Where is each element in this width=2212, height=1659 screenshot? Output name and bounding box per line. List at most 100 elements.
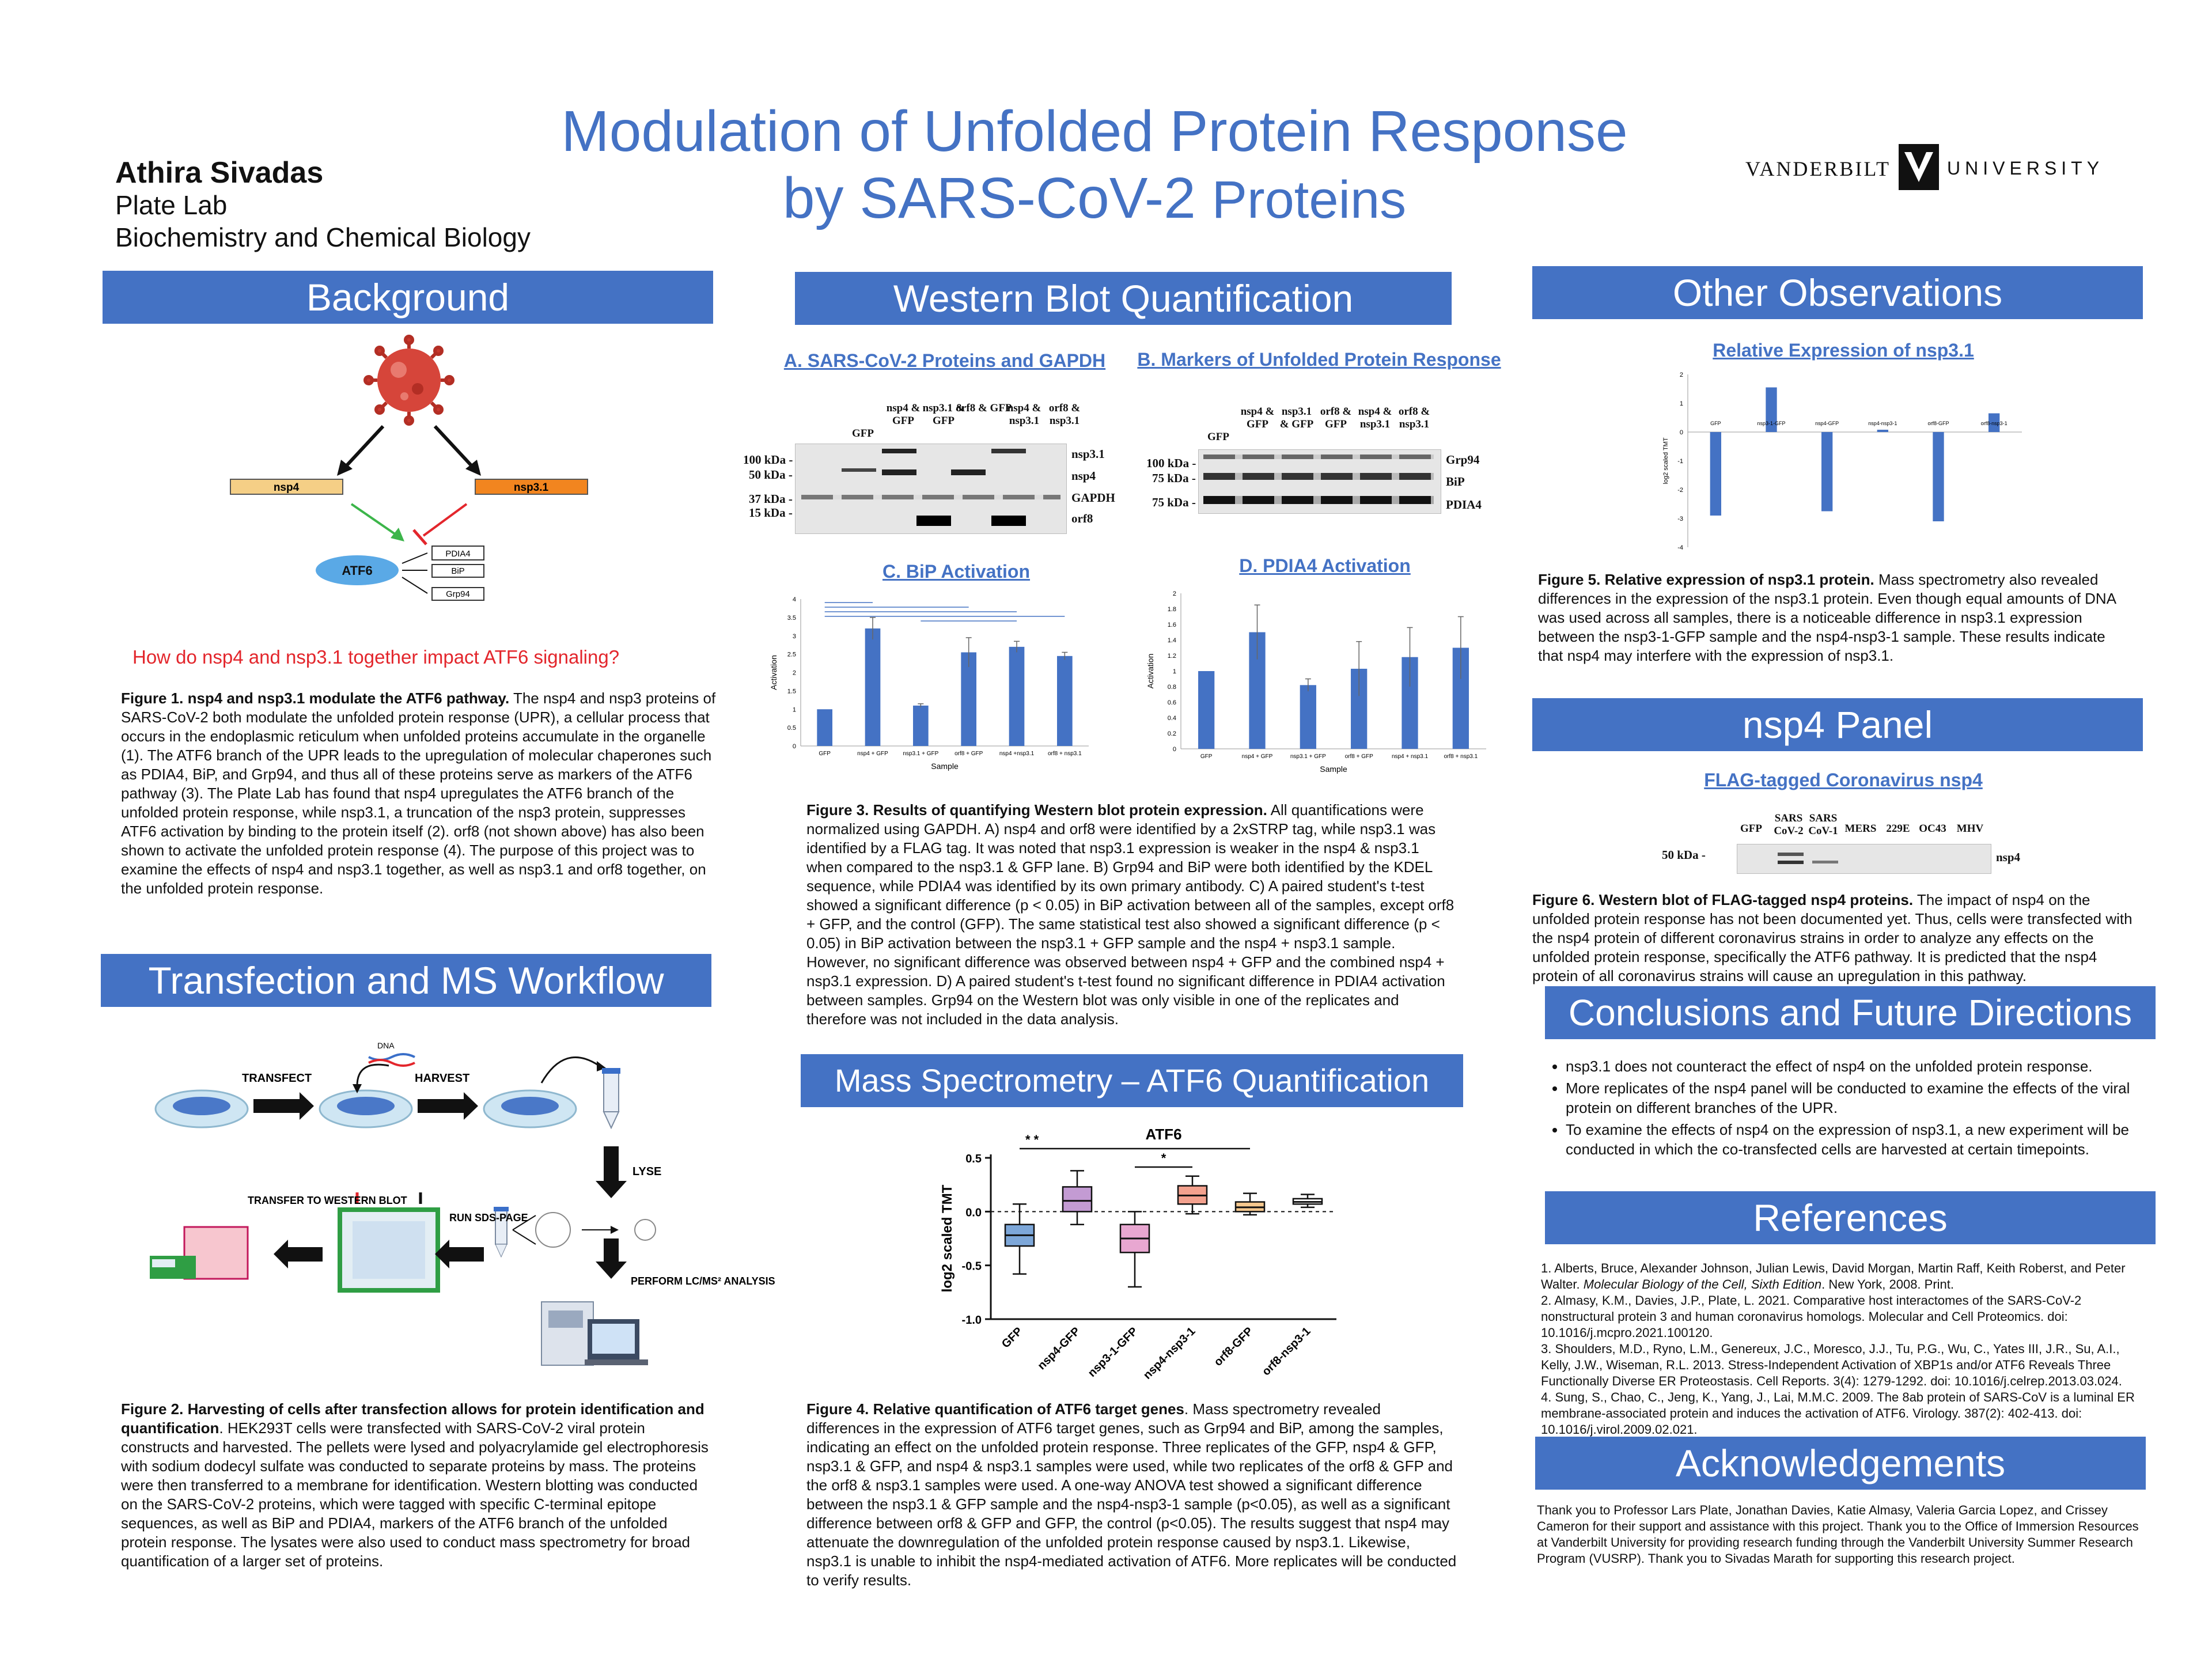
y-tick-label: 0 [1173, 746, 1176, 753]
reference-1c: . New York, 2008. Print. [1821, 1277, 1954, 1291]
x-axis-label: Sample [931, 762, 959, 771]
y-axis-label: Activation [1146, 654, 1155, 689]
blot-a-band-gapdh: GAPDH [1071, 491, 1115, 505]
bar [913, 705, 929, 746]
reference-item: 2. Almasy, K.M., Davies, J.P., Plate, L.… [1541, 1293, 2082, 1340]
bar [1988, 413, 2000, 432]
blot-a-kda-37: 37 kDa - [749, 492, 793, 506]
blot-a: GFP nsp4 & GFP nsp3.1 & GFP orf8 & GFP n… [743, 397, 1371, 536]
harvest-label: HARVEST [415, 1072, 469, 1085]
blot-a-membrane [795, 444, 1067, 534]
mass-spec-header: Mass Spectrometry – ATF6 Quantification [801, 1054, 1463, 1107]
x-tick-label: orf8-GFP [1927, 421, 1949, 426]
western-blot-header: Western Blot Quantification [795, 272, 1452, 325]
blot-a-lane-0: GFP [852, 427, 874, 440]
dna-label: DNA [377, 1041, 395, 1050]
y-tick-label: 1 [1680, 400, 1683, 407]
x-tick-label: nsp3.1 + GFP [1290, 753, 1326, 760]
figure-2-caption-text: . HEK293T cells were transfected with SA… [121, 1419, 709, 1570]
y-tick-label: 1.4 [1168, 637, 1176, 644]
bar [1766, 387, 1777, 432]
bar [961, 652, 976, 746]
conclusions-list: nsp3.1 does not counteract the effect of… [1537, 1056, 2165, 1161]
arrow-transfer [274, 1240, 323, 1268]
conclusion-item: To examine the effects of nsp4 on the ex… [1566, 1120, 2165, 1159]
y-tick-label: 0.0 [965, 1206, 982, 1219]
target-bip-label: BiP [451, 566, 464, 576]
figure-6-caption-text: The impact of nsp4 on the unfolded prote… [1532, 891, 2133, 984]
panel-a-title: A. SARS-CoV-2 Proteins and GAPDH [783, 350, 1106, 371]
x-tick-label: nsp3.1 + GFP [903, 751, 938, 757]
blot-a-lane-1: nsp4 & GFP [886, 402, 921, 427]
y-tick-label: -3 [1677, 516, 1683, 522]
nsp31-label: nsp3.1 [514, 482, 549, 494]
logo-left: VANDERBILT [1745, 157, 1891, 180]
blot-b: GFP nsp4 & GFP nsp3.1 & GFP orf8 & GFP n… [1146, 403, 1521, 530]
gel-box-icon [338, 1192, 440, 1293]
reference-item: 4. Sung, S., Chao, C., Jeng, K., Yang, J… [1541, 1390, 2135, 1437]
tube-icon [602, 1068, 620, 1130]
x-tick-label: GFP [1710, 421, 1721, 426]
x-tick-label: GFP [1200, 753, 1213, 760]
figure-6-caption-bold: Figure 6. Western blot of FLAG-tagged ns… [1532, 891, 1914, 908]
arrow-harvest [418, 1092, 478, 1120]
bar [1877, 430, 1888, 432]
reference-1b: Molecular Biology of the Cell, Sixth Edi… [1583, 1277, 1822, 1291]
blot-a-lane-2: nsp3.1 & GFP [922, 402, 965, 427]
panel-d-title: D. PDIA4 Activation [1239, 555, 1411, 576]
target-grp94 [431, 587, 484, 601]
figure-3-caption-text: All quantifications were normalized usin… [806, 801, 1455, 1028]
x-tick-label: nsp4 + GFP [1242, 753, 1273, 760]
blot-b-membrane [1198, 449, 1441, 514]
box [1062, 1186, 1093, 1213]
blot-b-lane-0: GFP [1207, 431, 1229, 443]
y-tick-label: 3.5 [787, 615, 796, 622]
nsp4-lane-0: GFP [1740, 823, 1762, 835]
nsp4-lane-3: MERS [1844, 823, 1877, 835]
nsp4-kda-50: 50 kDa - [1662, 848, 1706, 862]
y-tick-label: 2.5 [787, 652, 796, 658]
y-axis-label: log2 scaled TMT [940, 1184, 955, 1292]
nsp4-blot: GFP SARS CoV-2 SARS CoV-1 MERS 229E OC43… [1653, 812, 2056, 881]
x-tick-label: nsp4 + GFP [857, 751, 888, 757]
blot-a-kda-100: 100 kDa - [743, 453, 793, 467]
y-tick-label: 1.8 [1168, 606, 1176, 613]
significance-stars: * [1161, 1151, 1166, 1165]
target-pdia4-label: PDIA4 [445, 549, 470, 559]
bar [1009, 646, 1025, 746]
acknowledgements-header: Acknowledgements [1535, 1437, 2146, 1490]
x-tick-label: orf8 + nsp3.1 [1048, 751, 1082, 757]
target-bip [431, 564, 484, 578]
atf6-label: ATF6 [342, 563, 372, 578]
blot-b-lane-5: orf8 & nsp3.1 [1398, 406, 1430, 430]
university-logo: VANDERBILT UNIVERSITY [1745, 144, 2149, 193]
dish-1 [154, 1089, 249, 1128]
y-tick-label: 0.4 [1168, 715, 1176, 722]
reference-item: 1. Alberts, Bruce, Alexander Johnson, Ju… [1541, 1260, 2146, 1293]
blot-b-lane-1: nsp4 & GFP [1240, 406, 1275, 430]
figure-4-caption: Figure 4. Relative quantification of ATF… [806, 1400, 1457, 1590]
nsp4-band-label: nsp4 [1996, 850, 2021, 864]
nsp4-panel-title: FLAG-tagged Coronavirus nsp4 [1704, 770, 1983, 790]
dish-3 [483, 1089, 577, 1128]
arrow-lyse [596, 1146, 627, 1198]
x-tick-label: orf8-nsp3-1 [1260, 1325, 1313, 1378]
lyse-label: LYSE [632, 1165, 661, 1178]
x-tick-label: orf8-GFP [1211, 1325, 1255, 1369]
workflow-diagram: DNA TRANSFECT HARVEST LYSE PERFORM LC/MS… [150, 1041, 775, 1366]
y-tick-label: 2 [793, 670, 796, 677]
x-tick-label: nsp4 +nsp3.1 [999, 751, 1035, 757]
y-tick-label: 1 [1173, 668, 1176, 675]
arrow-analysis [596, 1238, 627, 1279]
acknowledgements-text: Thank you to Professor Lars Plate, Jonat… [1537, 1503, 2139, 1566]
x-tick-label: GFP [999, 1325, 1025, 1351]
x-tick-label: nsp4-nsp3-1 [1141, 1325, 1198, 1382]
blot-a-lane-3: orf8 & GFP [956, 402, 1012, 414]
workflow-header: Transfection and MS Workflow [101, 954, 711, 1007]
perform-label: PERFORM LC/MS² ANALYSIS [631, 1275, 775, 1287]
logo-right: UNIVERSITY [1947, 158, 2104, 179]
run-label: RUN SDS-PAGE [449, 1212, 528, 1224]
